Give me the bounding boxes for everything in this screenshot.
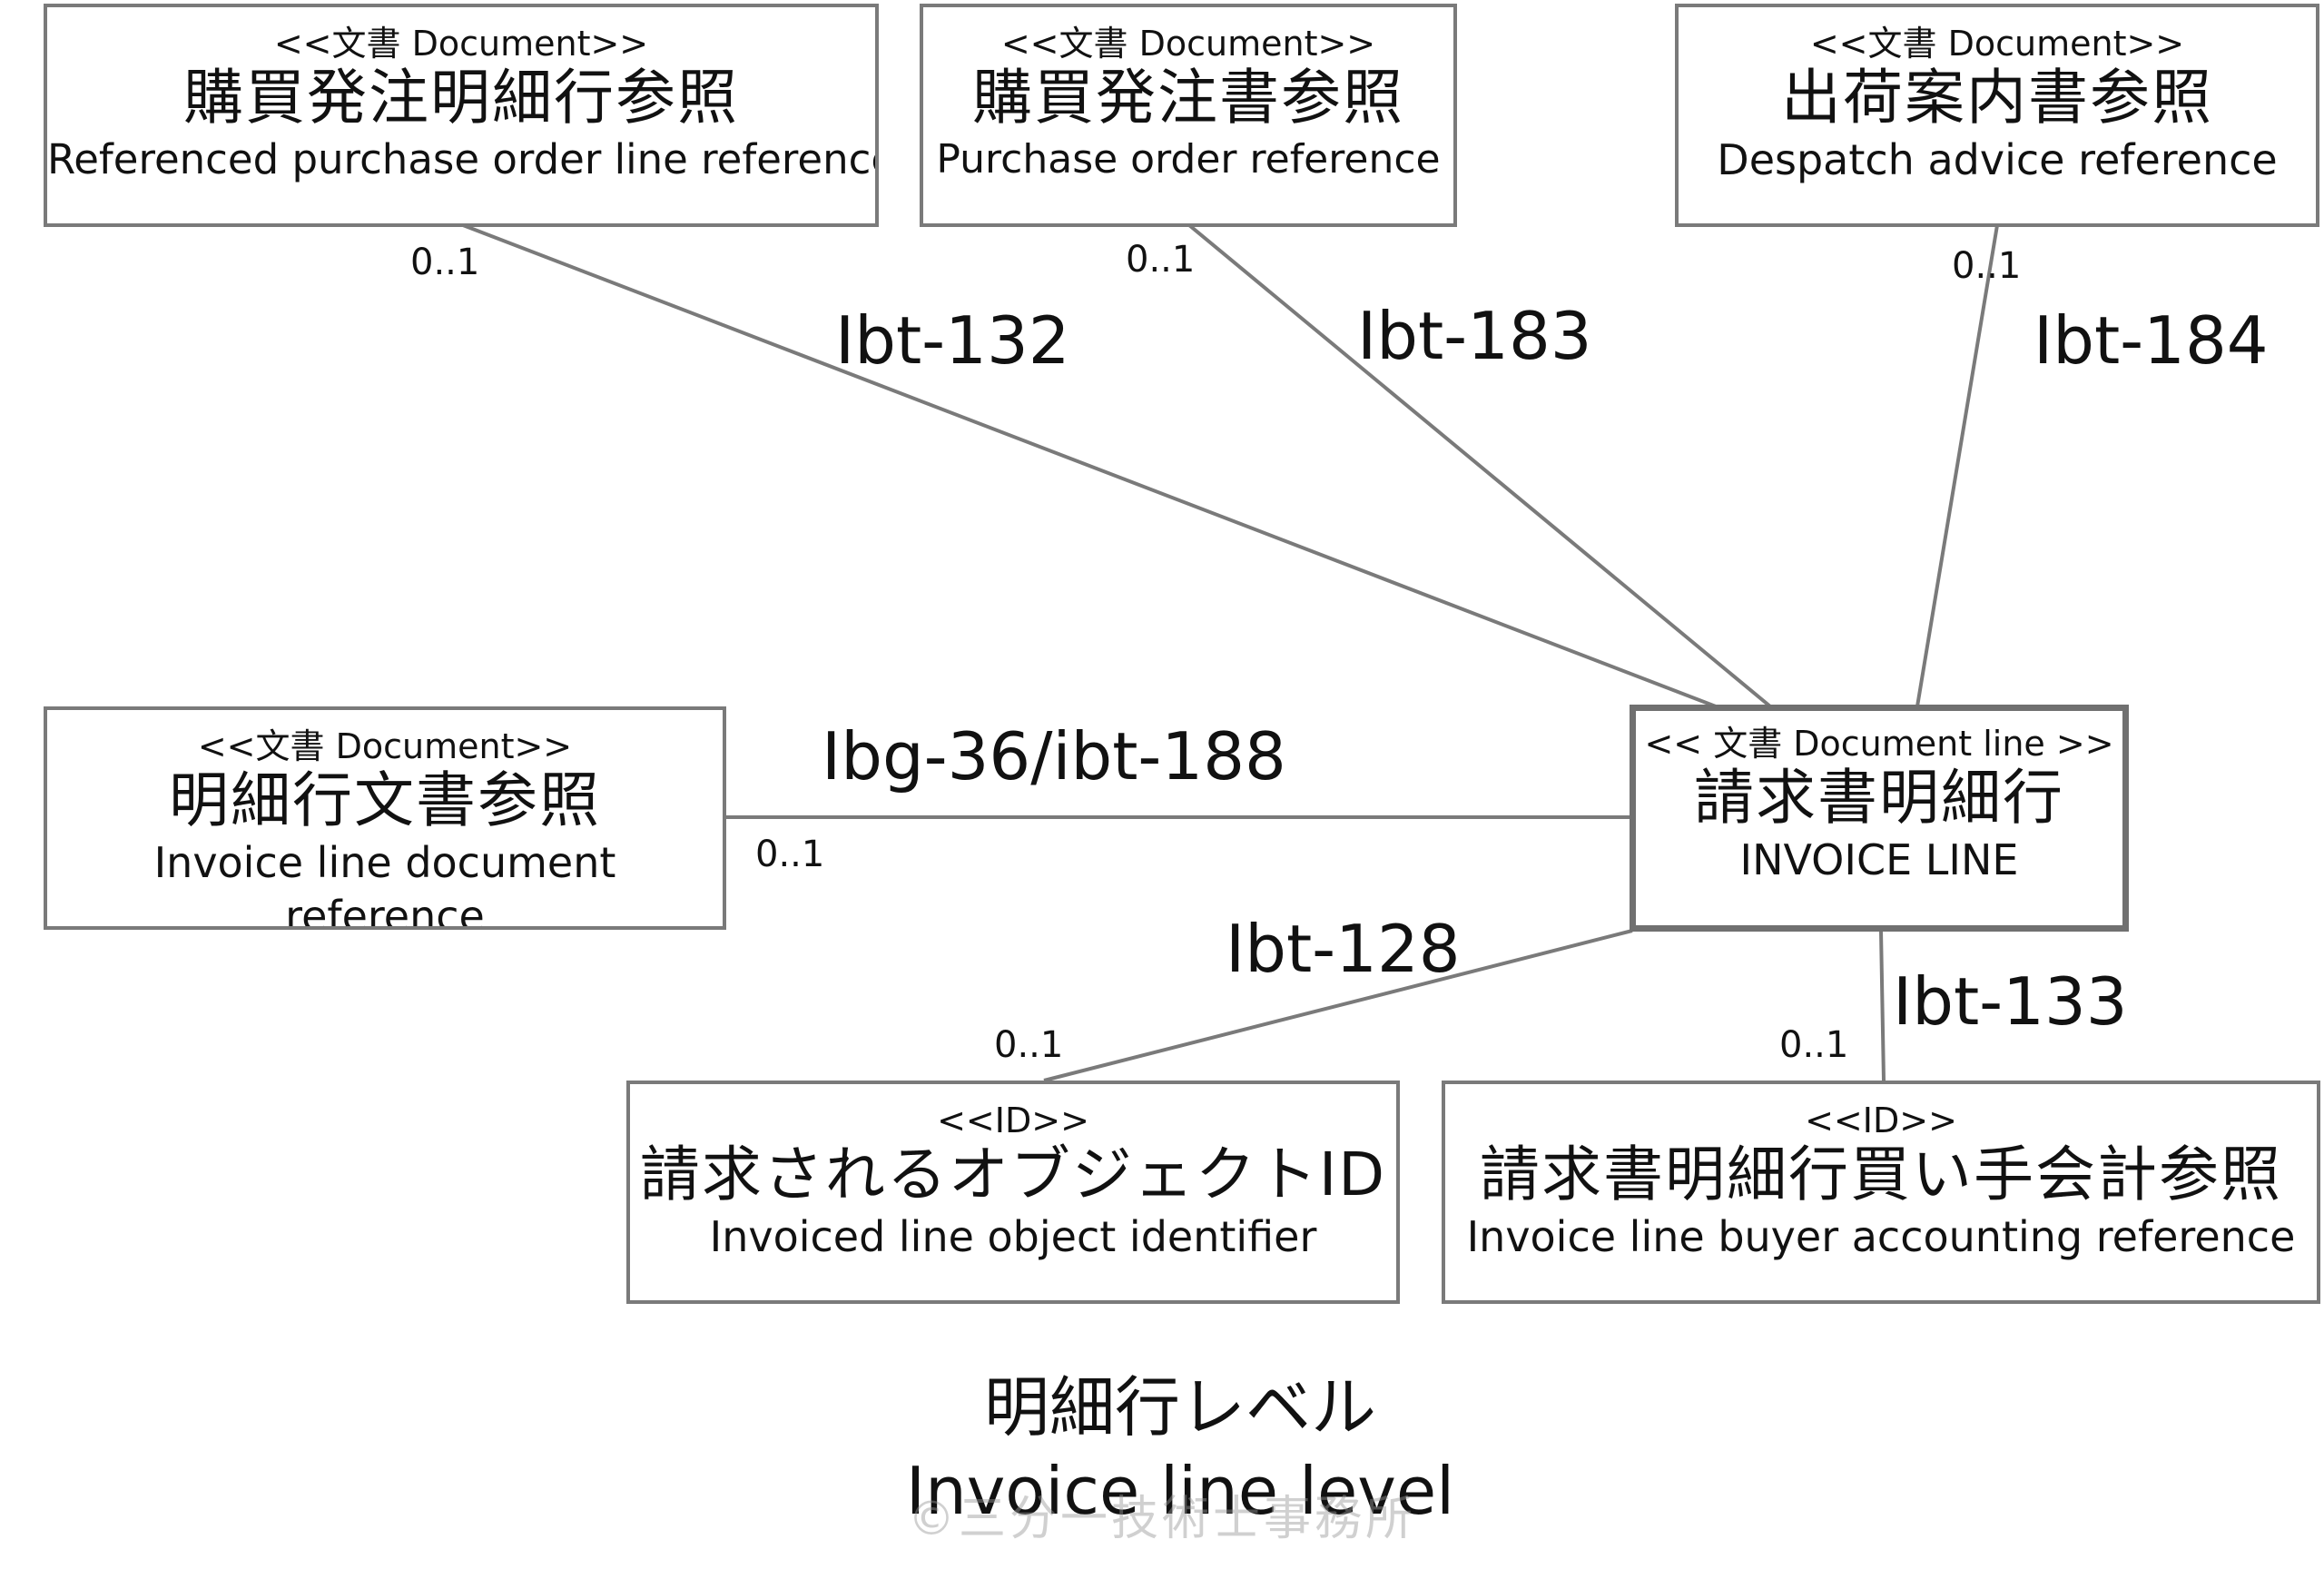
association-label-po: Ibt-183: [1357, 298, 1592, 374]
caption-en: Invoice line level: [905, 1453, 1455, 1529]
name-ja: 請求書明細行買い手会計参照: [1480, 1140, 2282, 1209]
multiplicity-object-id: 0..1: [994, 1024, 1064, 1066]
name-ja: 購買発注書参照: [972, 63, 1404, 133]
name-ja: 購買発注明細行参照: [183, 63, 739, 133]
association-label-buyer-acct: Ibt-133: [1893, 963, 2128, 1040]
name-ja: 明細行文書参照: [169, 765, 601, 835]
association-label-po-line: Ibt-132: [835, 302, 1070, 379]
stereotype-label: <<文書 Document>>: [1000, 24, 1376, 64]
association-label-despatch: Ibt-184: [2034, 302, 2269, 379]
invoice-line-box: << 文書 Document line >> 請求書明細行 INVOICE LI…: [1630, 705, 2129, 932]
name-en: Despatch advice reference: [1717, 135, 2278, 184]
purchase-order-reference-box: <<文書 Document>> 購買発注書参照 Purchase order r…: [920, 4, 1457, 227]
multiplicity-line-doc: 0..1: [755, 834, 825, 875]
link-object-id: [1043, 929, 1633, 1082]
watermark: ©三分一技術士事務所: [908, 1492, 1417, 1546]
stereotype-label: <<文書 Document>>: [1809, 24, 2185, 64]
multiplicity-buyer-acct: 0..1: [1779, 1024, 1849, 1066]
stereotype-label: <<ID>>: [937, 1100, 1089, 1140]
name-en-line1: Invoice line document: [153, 838, 616, 887]
link-buyer-acct: [1879, 930, 1886, 1081]
stereotype-label: <<ID>>: [1805, 1100, 1957, 1140]
caption-ja: 明細行レベル: [983, 1369, 1376, 1446]
name-en: INVOICE LINE: [1739, 835, 2019, 884]
name-en: Referenced purchase order line reference: [47, 135, 879, 183]
invoiced-object-identifier-box: <<ID>> 請求されるオブジェクトID Invoiced line objec…: [626, 1081, 1400, 1304]
multiplicity-despatch: 0..1: [1952, 245, 2022, 287]
link-po-line: [462, 223, 1717, 708]
association-label-object-id: Ibt-128: [1226, 911, 1461, 987]
multiplicity-po: 0..1: [1126, 239, 1196, 281]
buyer-accounting-reference-box: <<ID>> 請求書明細行買い手会計参照 Invoice line buyer …: [1442, 1081, 2320, 1304]
link-po: [1187, 223, 1772, 708]
po-line-reference-box: <<文書 Document>> 購買発注明細行参照 Referenced pur…: [44, 4, 879, 227]
stereotype-label: << 文書 Document line >>: [1644, 724, 2114, 764]
name-en-line2: reference: [285, 892, 485, 930]
name-en: Invoiced line object identifier: [709, 1212, 1317, 1261]
stereotype-label: <<文書 Document>>: [197, 726, 573, 766]
link-despatch: [1915, 224, 1999, 707]
despatch-advice-reference-box: <<文書 Document>> 出荷案内書参照 Despatch advice …: [1675, 4, 2319, 227]
name-en: Purchase order reference: [936, 136, 1441, 183]
association-label-line-doc: Ibg-36/ibt-188: [822, 718, 1286, 794]
name-ja: 請求書明細行: [1694, 763, 2064, 833]
line-document-reference-box: <<文書 Document>> 明細行文書参照 Invoice line doc…: [44, 706, 726, 930]
name-ja: 出荷案内書参照: [1781, 63, 2213, 133]
stereotype-label: <<文書 Document>>: [273, 24, 649, 64]
name-en: Invoice line buyer accounting reference: [1466, 1212, 2296, 1261]
name-ja: 請求されるオブジェクトID: [639, 1140, 1387, 1209]
multiplicity-po-line: 0..1: [410, 242, 480, 283]
